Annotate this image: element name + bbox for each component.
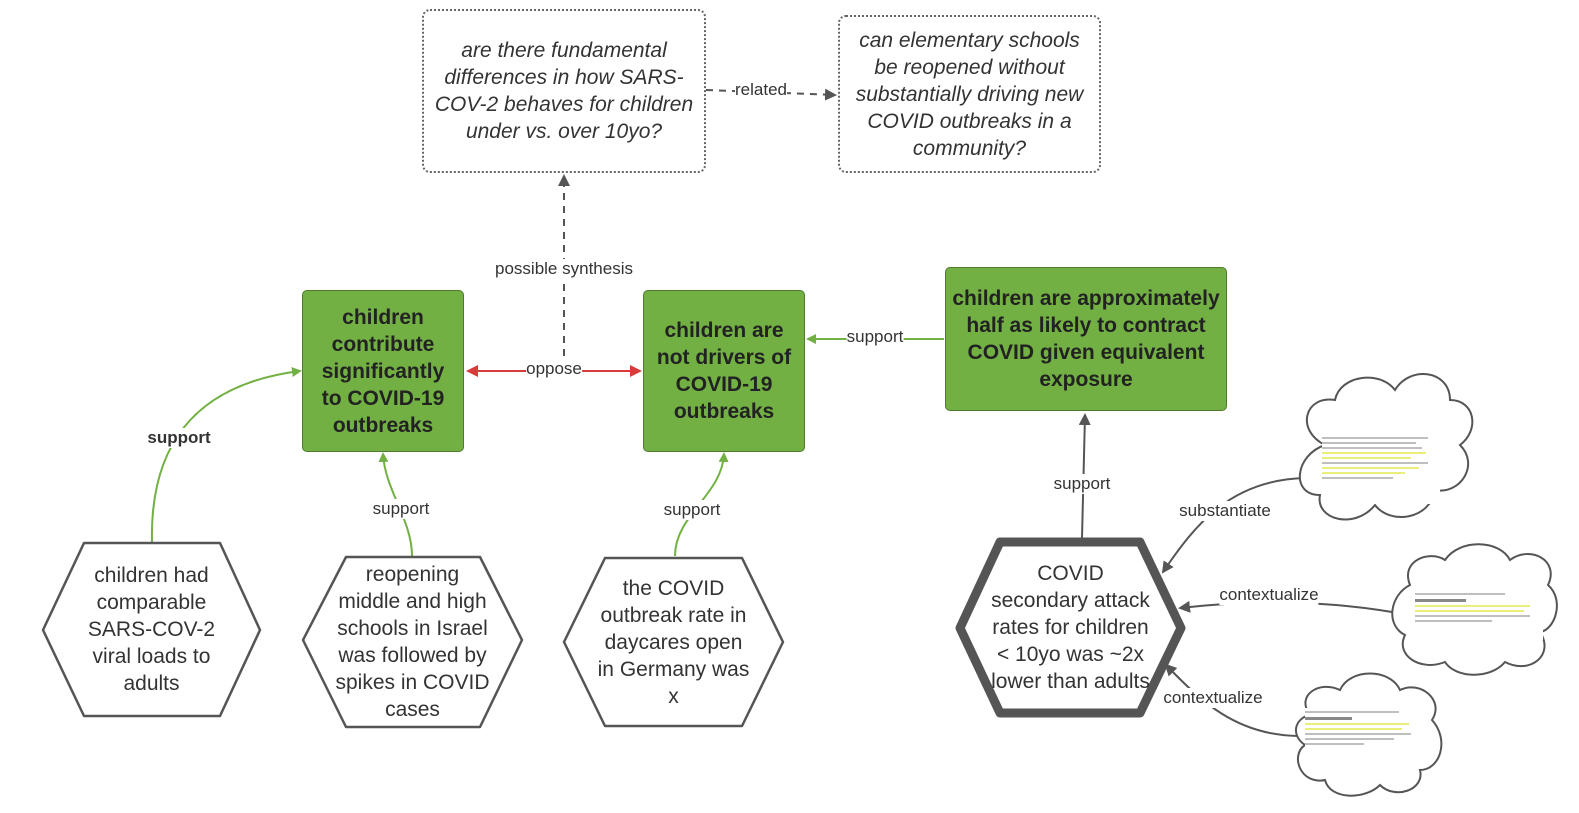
edge-label-support-e2: support [372, 499, 430, 519]
edge-support-e1 [150, 367, 302, 543]
edge-label-support-e1: support [147, 428, 211, 448]
question-box-1[interactable]: are there fundamental differences in how… [422, 9, 706, 173]
claim-text-2: children are not drivers of COVID-19 out… [656, 319, 792, 423]
evidence-text-1: children had comparable SARS-COV-2 viral… [87, 564, 216, 695]
evidence-hexagon-2[interactable] [301, 555, 524, 729]
claim-text-3: children are approximately half as likel… [952, 287, 1220, 391]
evidence-text-2: reopening middle and high schools in Isr… [335, 563, 490, 721]
claim-text-1: children contribute significantly to COV… [321, 305, 445, 437]
edge-related [705, 88, 837, 101]
edge-label-substantiate: substantiate [1179, 501, 1271, 521]
edge-contextualize-2 [1164, 663, 1299, 737]
edge-label-contextualize-1: contextualize [1219, 585, 1319, 605]
edge-label-support-e4: support [1053, 474, 1111, 494]
claim-box-3[interactable]: children are approximately half as likel… [945, 267, 1227, 411]
edge-label-support-e3: support [663, 500, 721, 520]
question-text-1: are there fundamental differences in how… [434, 39, 694, 143]
evidence-hexagon-1[interactable] [41, 541, 262, 718]
source-thumbnail-2 [1415, 590, 1543, 640]
edge-label-possible-synthesis: possible synthesis [495, 259, 633, 279]
source-thumbnail-3 [1305, 708, 1423, 764]
edge-label-related: related [735, 80, 787, 100]
evidence-text-3: the COVID outbreak rate in daycares open… [597, 576, 750, 708]
edge-label-contextualize-2: contextualize [1163, 688, 1263, 708]
edge-substantiate [1161, 477, 1306, 574]
evidence-text-box-1: children had comparable SARS-COV-2 viral… [43, 543, 260, 716]
evidence-hexagon-3[interactable] [562, 556, 785, 728]
evidence-hexagon-4[interactable] [955, 537, 1186, 718]
evidence-text-4: COVID secondary attack rates for childre… [991, 562, 1150, 693]
edge-label-oppose: oppose [526, 359, 582, 379]
evidence-text-box-4: COVID secondary attack rates for childre… [960, 542, 1181, 713]
evidence-text-box-3: the COVID outbreak rate in daycares open… [564, 558, 783, 726]
evidence-text-box-2: reopening middle and high schools in Isr… [303, 557, 522, 727]
question-box-2[interactable]: can elementary schools be reopened witho… [838, 15, 1101, 173]
claim-box-1[interactable]: children contribute significantly to COV… [302, 290, 464, 452]
question-text-2: can elementary schools be reopened witho… [855, 28, 1084, 160]
edge-label-support-c3-c2: support [846, 327, 904, 347]
source-thumbnail-1 [1322, 434, 1440, 504]
claim-box-2[interactable]: children are not drivers of COVID-19 out… [643, 290, 805, 452]
